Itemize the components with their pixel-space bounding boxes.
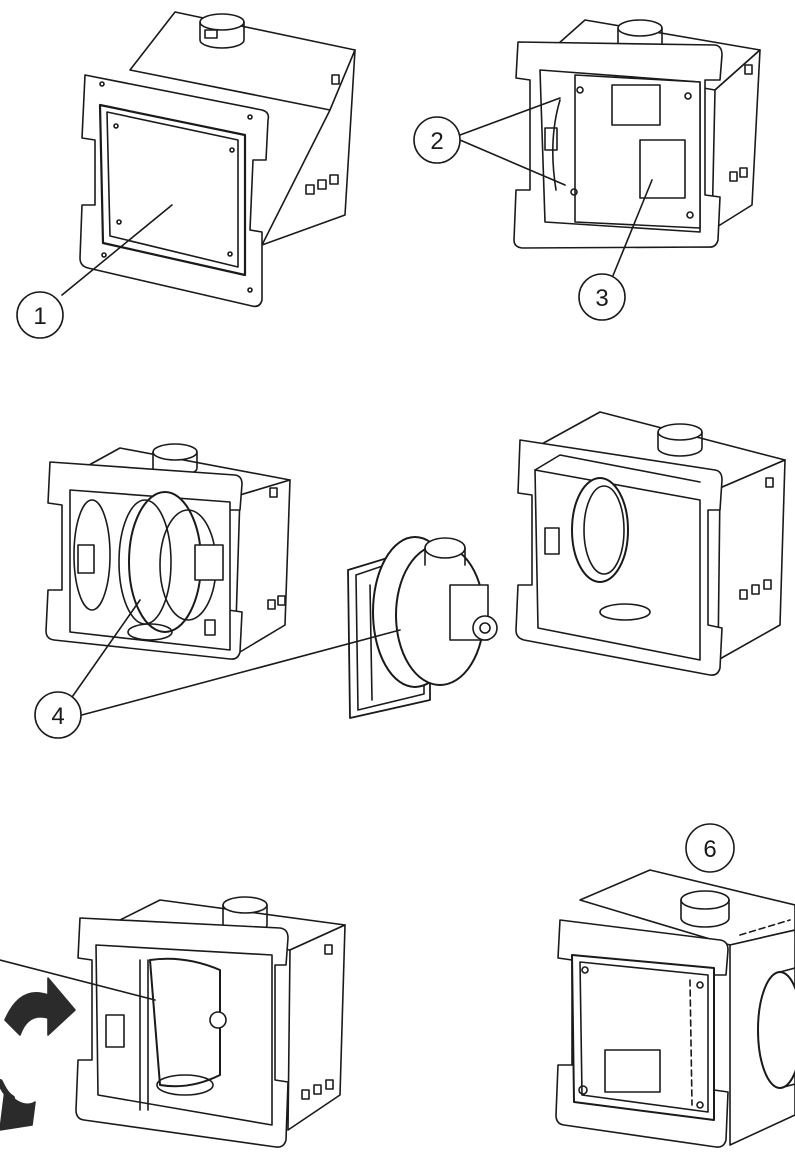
- svg-text:2: 2: [430, 128, 443, 155]
- svg-text:3: 3: [595, 285, 608, 312]
- step1-housing: [79, 11, 356, 308]
- callout-4: 4: [34, 599, 401, 739]
- step6-housing: [555, 869, 795, 1148]
- rotation-arrow-icon: [0, 977, 76, 1131]
- step5-empty-housing: [515, 411, 786, 676]
- svg-text:6: 6: [703, 836, 716, 863]
- callout-1: 1: [16, 204, 173, 339]
- svg-text:4: 4: [51, 703, 64, 730]
- step5-rotate-housing: [0, 896, 346, 1148]
- svg-text:1: 1: [33, 303, 46, 330]
- step4-housing-with-blower: [45, 443, 291, 660]
- callout-6: 6: [685, 823, 735, 873]
- callout-2: 2: [413, 97, 566, 186]
- callout-3: 3: [578, 179, 653, 321]
- step4-blower-unit: [347, 536, 498, 719]
- step2-housing: [513, 19, 761, 249]
